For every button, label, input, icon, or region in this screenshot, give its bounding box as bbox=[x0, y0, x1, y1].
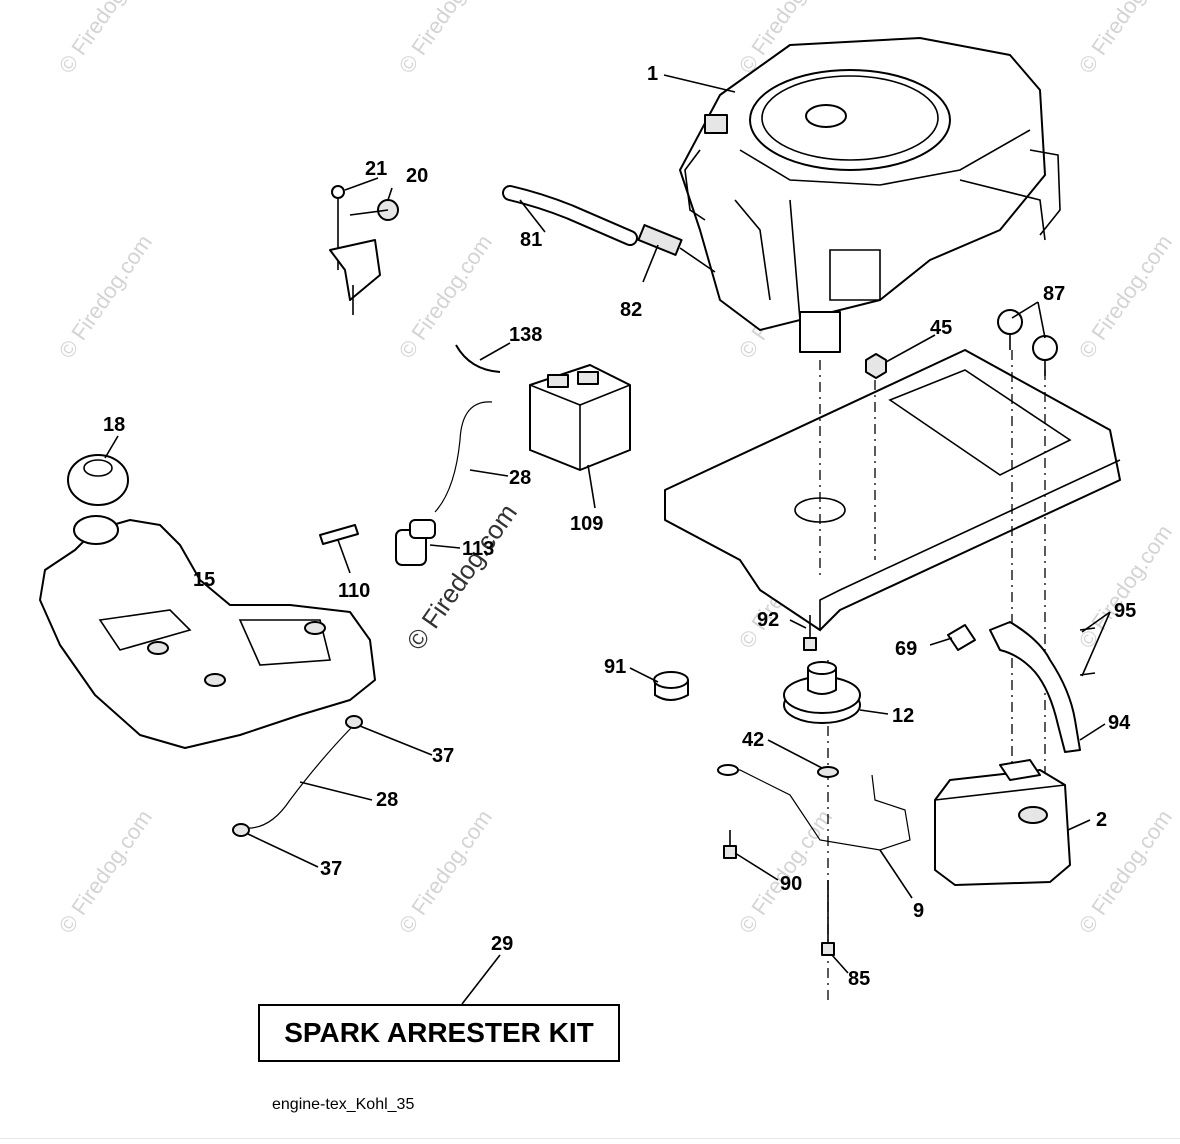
fuel-tank-drawing bbox=[39, 515, 376, 749]
callout-label: 113 bbox=[462, 538, 494, 560]
bolt-85-drawing bbox=[821, 880, 835, 956]
callout-label: 92 bbox=[757, 609, 779, 631]
callout-label: 28 bbox=[376, 789, 398, 811]
callout-label: 21 bbox=[365, 158, 387, 180]
watermark: © Firedog.com bbox=[394, 230, 497, 363]
exhaust-drawing bbox=[947, 621, 1096, 753]
fuel-line-lower-drawing bbox=[232, 715, 363, 837]
callout-label: 81 bbox=[520, 229, 542, 251]
muffler-drawing bbox=[934, 759, 1071, 886]
nut-drawing bbox=[865, 353, 887, 379]
leader-lines bbox=[104, 74, 1111, 1005]
spark-arrester-kit-box: SPARK ARRESTER KIT bbox=[258, 1004, 620, 1062]
callout-label: 2 bbox=[1096, 809, 1107, 831]
callout-label: 109 bbox=[570, 513, 603, 535]
fuel-line-upper-drawing bbox=[434, 401, 493, 513]
watermark: © Firedog.com bbox=[394, 805, 497, 938]
battery-drawing bbox=[529, 364, 631, 471]
frame-drawing bbox=[664, 349, 1121, 632]
watermark: © Firedog.com bbox=[394, 0, 497, 78]
callout-label: 45 bbox=[930, 317, 952, 339]
watermark: © Firedog.com bbox=[54, 230, 157, 363]
callout-label: 138 bbox=[509, 324, 542, 346]
callout-label: 87 bbox=[1043, 283, 1065, 305]
bolts-87-drawing bbox=[997, 309, 1058, 376]
fuel-hose-drawing bbox=[502, 185, 716, 273]
watermark: © Firedog.com bbox=[734, 805, 837, 938]
watermark: © Firedog.com bbox=[54, 0, 157, 78]
watermark: © Firedog.com bbox=[1074, 230, 1177, 363]
connector-drawing bbox=[319, 524, 359, 545]
callout-label: 12 bbox=[892, 705, 914, 727]
pulley-drawing bbox=[783, 661, 861, 724]
callout-label: 15 bbox=[193, 569, 215, 591]
hose-138-drawing bbox=[455, 344, 501, 373]
fuel-pump-drawing bbox=[395, 519, 436, 566]
alignment-lines bbox=[819, 350, 1046, 1000]
callout-label: 18 bbox=[103, 414, 125, 436]
washer-drawing bbox=[817, 766, 839, 778]
callout-label: 28 bbox=[509, 467, 531, 489]
callout-label: 42 bbox=[742, 729, 764, 751]
callout-label: 85 bbox=[848, 968, 870, 990]
throttle-control-drawing bbox=[329, 185, 399, 315]
watermark: © Firedog.com bbox=[54, 805, 157, 938]
engine-drawing bbox=[679, 37, 1061, 353]
callout-label: 1 bbox=[647, 63, 658, 85]
bolt-90-drawing bbox=[723, 830, 737, 859]
watermark: © Firedog.com bbox=[1074, 805, 1177, 938]
bushing-drawing bbox=[653, 671, 689, 701]
bottom-divider bbox=[0, 1138, 1180, 1139]
callout-label: 29 bbox=[491, 933, 513, 955]
callout-labels: 1 21 20 81 82 87 45 138 18 28 109 110 11… bbox=[103, 63, 1136, 990]
callout-label: 37 bbox=[320, 858, 342, 880]
callout-label: 20 bbox=[406, 165, 428, 187]
callout-label: 94 bbox=[1108, 712, 1131, 734]
callout-label: 95 bbox=[1114, 600, 1136, 622]
fuel-cap-drawing bbox=[67, 454, 129, 506]
callout-label: 82 bbox=[620, 299, 642, 321]
watermark: © Firedog.com bbox=[1074, 520, 1177, 653]
callout-label: 37 bbox=[432, 745, 454, 767]
callout-label: 90 bbox=[780, 873, 802, 895]
callout-label: 91 bbox=[604, 656, 626, 678]
callout-label: 110 bbox=[338, 580, 370, 602]
callout-label: 9 bbox=[913, 900, 924, 922]
watermark: © Firedog.com bbox=[1074, 0, 1177, 78]
bolt-92-drawing bbox=[803, 615, 817, 651]
figure-caption: engine-tex_Kohl_35 bbox=[272, 1096, 415, 1113]
callout-label: 69 bbox=[895, 638, 917, 660]
